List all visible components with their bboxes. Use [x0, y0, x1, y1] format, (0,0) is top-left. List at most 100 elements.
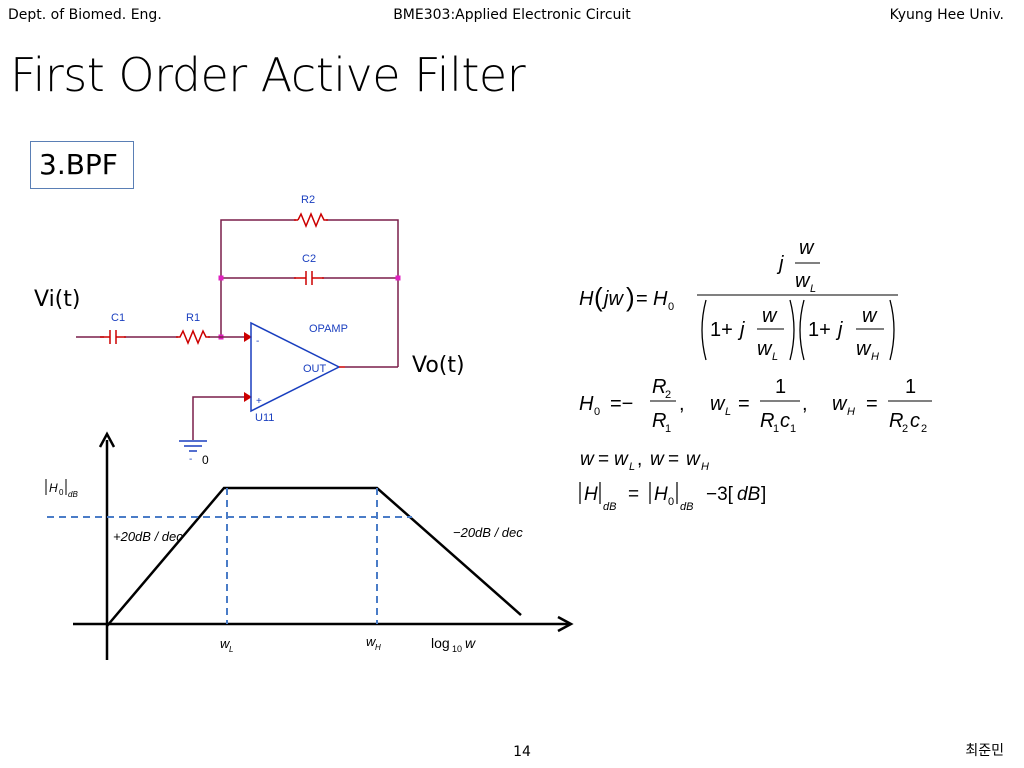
svg-text:w: w: [465, 635, 476, 651]
svg-text:w: w: [580, 449, 595, 470]
svg-text:0: 0: [668, 496, 674, 508]
svg-text:H: H: [847, 406, 855, 418]
svg-text:w: w: [795, 270, 811, 292]
r2-branch-wire: [220, 219, 399, 367]
header-course: BME303:Applied Electronic Circuit: [393, 7, 631, 23]
svg-text:w: w: [220, 636, 231, 651]
falling-slope-label: −20dB / dec: [453, 525, 523, 540]
svg-text:R: R: [652, 410, 666, 432]
svg-text:1+: 1+: [808, 319, 831, 341]
ground-wire: [192, 396, 244, 440]
svg-text:j: j: [737, 319, 745, 341]
svg-text:1: 1: [790, 423, 796, 435]
opamp-out-pin: OUT: [303, 363, 327, 375]
svg-text:H: H: [49, 481, 58, 495]
svg-text:1: 1: [773, 423, 779, 435]
svg-text:): ): [626, 282, 635, 312]
x-axis-label: log 10 w: [431, 635, 476, 654]
svg-text:L: L: [772, 351, 778, 363]
svg-text:0: 0: [668, 301, 674, 313]
svg-text:L: L: [810, 283, 816, 295]
svg-text:1+: 1+: [710, 319, 733, 341]
corner-frequency-condition: w = w L , w = w H: [580, 449, 709, 473]
noninverting-input-arrow: [244, 392, 252, 402]
x-axis-arrowhead: [557, 615, 574, 633]
svg-text:]: ]: [761, 484, 766, 505]
svg-text:R: R: [889, 410, 903, 432]
svg-text:,: ,: [637, 449, 642, 470]
slide-title: First Order Active Filter: [10, 48, 526, 102]
junction-node-c2-right: [395, 275, 401, 281]
svg-text:,: ,: [802, 393, 808, 415]
svg-text:=: =: [628, 484, 639, 505]
svg-text:j: j: [776, 253, 784, 275]
svg-text:−3[: −3[: [706, 484, 734, 505]
c1-label: C1: [111, 312, 125, 324]
svg-text:H: H: [375, 643, 381, 652]
section-label-box: 3.BPF: [30, 141, 134, 189]
header-department: Dept. of Biomed. Eng.: [8, 7, 162, 23]
svg-text:w: w: [799, 237, 815, 259]
wh-tick-label: w H: [366, 634, 381, 652]
svg-text:log: log: [431, 635, 450, 651]
svg-text:,: ,: [679, 393, 685, 415]
svg-text:=: =: [866, 393, 878, 415]
svg-text:w: w: [832, 393, 848, 415]
svg-text:H: H: [584, 484, 598, 505]
y-axis-arrowhead: [98, 431, 116, 448]
svg-text:2: 2: [665, 389, 671, 401]
svg-text:dB: dB: [680, 501, 693, 513]
svg-text:w: w: [710, 393, 726, 415]
svg-text:dB: dB: [603, 501, 616, 513]
svg-text:0: 0: [59, 488, 64, 497]
svg-text:L: L: [229, 645, 233, 654]
db-relation: H dB = H 0 dB −3[ dB ]: [579, 482, 766, 513]
opamp-minus-pin: -: [256, 336, 259, 347]
svg-text:(: (: [594, 282, 603, 312]
svg-text:=: =: [668, 449, 679, 470]
svg-text:1: 1: [905, 376, 916, 398]
svg-text:jw: jw: [601, 288, 624, 310]
parameter-definitions: H 0 =− R 2 R 1 , w L = 1 R 1 c 1 , w H =…: [579, 376, 932, 435]
svg-text:=−: =−: [610, 393, 633, 415]
svg-text:1: 1: [665, 423, 671, 435]
svg-text:=: =: [636, 288, 648, 310]
page-number: 14: [513, 744, 531, 760]
svg-text:H: H: [701, 461, 709, 473]
rising-slope-label: +20dB / dec: [113, 529, 183, 544]
svg-text:H: H: [653, 288, 668, 310]
svg-text:2: 2: [902, 423, 908, 435]
opamp-plus-pin: +: [256, 396, 262, 407]
svg-text:H: H: [654, 484, 668, 505]
svg-text:0: 0: [594, 406, 600, 418]
svg-text:c: c: [910, 410, 920, 432]
r2-label: R2: [301, 194, 315, 206]
svg-text:dB: dB: [737, 484, 761, 505]
svg-text:L: L: [725, 406, 731, 418]
input-voltage-label: Vi(t): [34, 287, 81, 312]
svg-text:j: j: [835, 319, 843, 341]
r2-resistor: [294, 212, 328, 228]
opamp-triangle: [250, 321, 341, 413]
opamp-reference: U11: [255, 412, 274, 424]
svg-text:dB: dB: [68, 490, 78, 499]
c2-capacitor: [294, 271, 324, 285]
r1-resistor: [176, 329, 210, 345]
svg-text:1: 1: [775, 376, 786, 398]
y-axis-label: H 0 dB: [45, 479, 78, 499]
wl-tick-label: w L: [220, 636, 233, 654]
svg-text:w: w: [686, 449, 701, 470]
svg-text:w: w: [757, 338, 773, 360]
junction-node-c2-left: [218, 275, 224, 281]
svg-text:-: -: [189, 454, 192, 465]
author-name: 최준민: [965, 743, 1004, 759]
svg-text:=: =: [738, 393, 750, 415]
svg-text:H: H: [579, 288, 594, 310]
svg-text:H: H: [579, 393, 594, 415]
header-university: Kyung Hee Univ.: [889, 7, 1004, 23]
svg-text:w: w: [366, 634, 377, 649]
svg-text:2: 2: [921, 423, 927, 435]
